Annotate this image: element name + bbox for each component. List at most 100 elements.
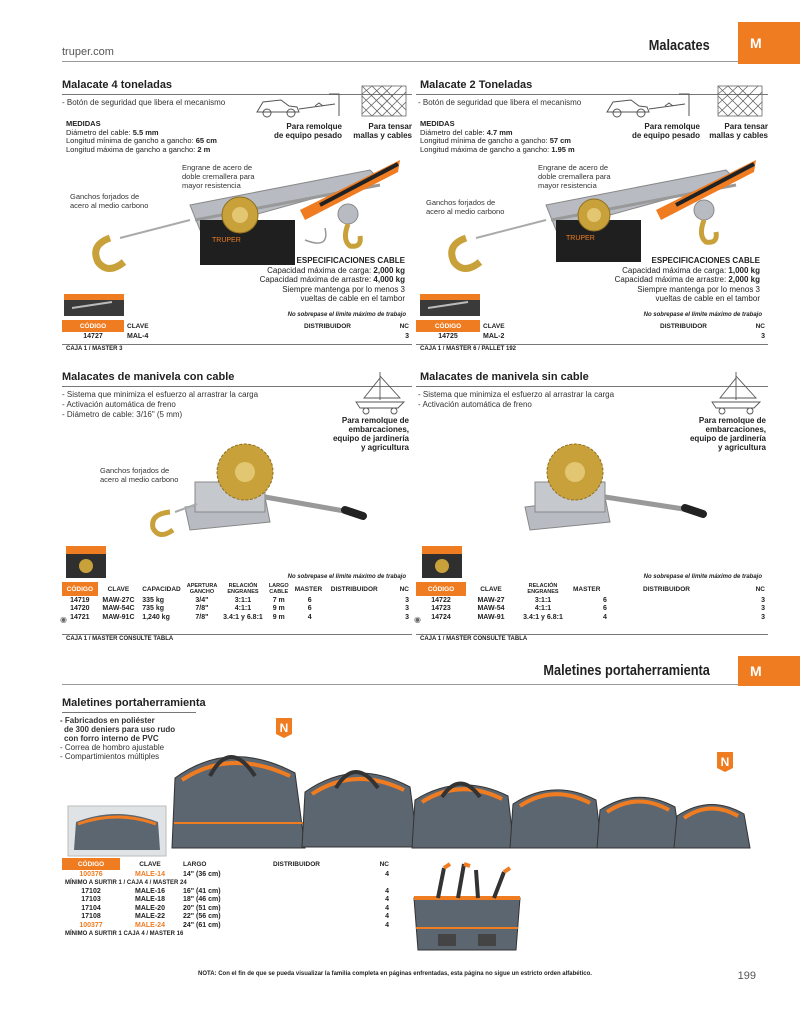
caja-note: CAJA 1 / MASTER 3: [66, 346, 123, 352]
table-bottom-rule: [62, 634, 412, 635]
tab-letter: M: [750, 35, 762, 51]
product-table-maletines: CÓDIGO CLAVE LARGO DISTRIBUIDOR NC 10037…: [62, 858, 392, 938]
table-cell: 4: [385, 921, 389, 929]
table-cell: 4: [385, 870, 389, 878]
table-cell: 14" (36 cm): [183, 870, 221, 878]
table-cell: 20" (51 cm): [183, 904, 221, 912]
new-badge: N: [717, 752, 733, 772]
header-divider: [62, 61, 738, 62]
table-cell: 24" (61 cm): [183, 921, 221, 929]
table-cell: 14720: [70, 605, 90, 613]
table-cell: MAW-54C: [102, 605, 135, 613]
feature-list: - Fabricados en poliéster de 300 deniers…: [60, 716, 176, 761]
table-cell: 3: [405, 596, 409, 604]
boat-trailer-icon: [355, 372, 406, 415]
table-cell: [270, 887, 365, 896]
medida-line: Longitud máxima de gancho a gancho: 1.95…: [420, 144, 575, 154]
table-cell: 7/8": [195, 605, 209, 613]
medida-line: Longitud máxima de gancho a gancho: 2 m: [66, 144, 211, 154]
table-cell: [328, 605, 397, 614]
medida-line: Longitud mínima de gancho a gancho: 65 c…: [66, 136, 217, 145]
bag: [171, 755, 306, 849]
table-cell: 17103: [81, 896, 101, 904]
table-bottom-rule: [416, 634, 768, 635]
table-cell: 3: [405, 605, 409, 613]
caja-note: CAJA 1 / MASTER CONSULTE TABLA: [66, 636, 174, 642]
product-table-maw-cable: CÓDIGO CLAVE CAPACIDAD APERTURA GANCHO R…: [62, 582, 412, 622]
medida-line: Diámetro del cable: 5.5 mm: [66, 127, 159, 137]
product-title-maw-cable: Malacates de manivela con cable: [62, 371, 235, 383]
feature-item: - Botón de seguridad que libera el mecan…: [62, 98, 226, 107]
svg-text:TRUPER: TRUPER: [566, 235, 595, 242]
minimo-row: MÍNIMO A SURTIR 1 / CAJA 4 / MASTER 24: [62, 879, 392, 888]
table-cell: MALE-22: [135, 913, 165, 921]
table-cell: 14723: [431, 605, 451, 613]
product-title-maw-sin: Malacates de manivela sin cable: [420, 371, 589, 383]
table-cell: MALE-18: [135, 896, 165, 904]
malacate-manivela-sin-cable-image: [524, 443, 707, 531]
boat-trailer-icon: [711, 372, 762, 415]
fence-icon: [361, 85, 407, 117]
limit-note: No sobrepase el límite máximo de trabajo: [643, 574, 762, 580]
table-cell: [270, 921, 365, 930]
product-title-maletines: Maletines portaherramienta: [62, 697, 206, 709]
table-cell: 6: [307, 596, 312, 604]
table-cell: 335 kg: [142, 596, 165, 604]
table-cell: MAW-91C: [102, 613, 135, 621]
svg-text:TRUPER: TRUPER: [212, 237, 241, 244]
table-cell: 3: [761, 605, 765, 613]
table-cell: 14719: [70, 596, 90, 604]
product-title-mal2: Malacate 2 Toneladas: [420, 79, 533, 91]
malacate-2t-image: TRUPER: [448, 160, 756, 272]
title-divider: [62, 94, 412, 95]
section-tab: M: [738, 22, 800, 64]
eye-icon[interactable]: ◉: [60, 615, 67, 624]
table-cell: [640, 613, 730, 622]
table-cell: 3.4:1 y 6.8:1: [223, 613, 263, 621]
minimo-note: MÍNIMO A SURTIR 1 / CAJA 4 / MASTER 24: [65, 879, 187, 886]
bag-package-thumbnail: [67, 805, 167, 857]
title-divider: [62, 712, 196, 713]
table-cell: MAW-54: [477, 605, 505, 613]
feature-list: - Sistema que minimiza el esfuerzo al ar…: [62, 390, 259, 419]
package-thumbnail: [420, 294, 480, 316]
footer-note: NOTA: Con el fin de que se pueda visuali…: [198, 971, 592, 977]
table-cell: 14722: [431, 596, 451, 604]
table-cell: 4: [385, 904, 389, 912]
table-cell: 14724: [431, 613, 451, 621]
table-cell: 735 kg: [142, 605, 165, 613]
package-thumbnail: [64, 294, 124, 316]
medidas-block: MEDIDAS Diámetro del cable: 5.5 mm Longi…: [66, 119, 217, 154]
table-bottom-rule: [62, 344, 412, 345]
package-thumbnail: [422, 546, 462, 578]
table-cell: 3/4": [195, 596, 209, 604]
table-cell: [328, 613, 397, 622]
table-cell: 7/8": [195, 613, 209, 621]
tow-car-icon: [256, 93, 340, 118]
open-bag-with-tools-image: [413, 862, 521, 951]
table-cell: 3: [761, 596, 765, 604]
malacate-4t-image: TRUPER: [92, 160, 400, 272]
eye-icon[interactable]: ◉: [414, 615, 421, 624]
site-url[interactable]: truper.com: [62, 46, 114, 58]
table-cell: 7 m: [272, 596, 285, 604]
feature-list: - Sistema que minimiza el esfuerzo al ar…: [418, 390, 615, 409]
limit-note: No sobrepase el límite máximo de trabajo: [643, 312, 762, 318]
section-title-malacates: Malacates: [649, 37, 710, 54]
spec-title: ESPECIFICACIONES CABLE: [296, 256, 405, 265]
table-cell: 3: [405, 613, 409, 621]
